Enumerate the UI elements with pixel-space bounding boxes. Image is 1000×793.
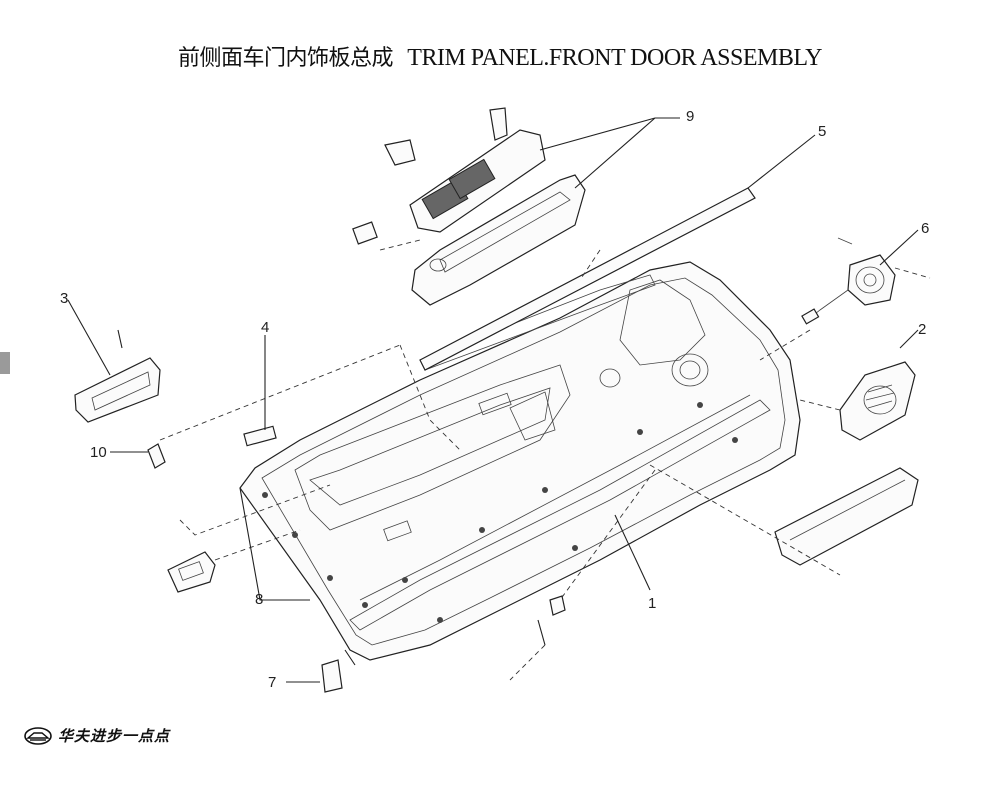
callout-4: 4: [261, 319, 269, 336]
page-edge-marker: [0, 352, 10, 374]
inner-handle-bezel: [74, 329, 161, 423]
title-english: TRIM PANEL.FRONT DOOR ASSEMBLY: [407, 45, 822, 71]
callout-2: 2: [918, 321, 926, 338]
brand-slogan: 华夫进步一点点: [58, 727, 171, 745]
retainer-fastener: [147, 443, 166, 469]
callout-10: 10: [90, 444, 107, 461]
brand-footer: 华夫进步一点点: [24, 725, 170, 746]
callout-9: 9: [686, 108, 694, 125]
callout-5: 5: [818, 123, 826, 140]
callout-6: 6: [921, 220, 929, 237]
callout-7: 7: [268, 674, 276, 691]
page-title: 前侧面车门内饰板总成 TRIM PANEL.FRONT DOOR ASSEMBL…: [0, 40, 1000, 72]
callout-8: 8: [255, 591, 263, 608]
car-brand-logo-icon: [24, 726, 52, 745]
belt-weatherstrip: [419, 187, 756, 371]
speaker-grille: [839, 361, 916, 441]
assembly-guide-lines: [159, 239, 931, 681]
title-chinese: 前侧面车门内饰板总成: [178, 46, 394, 71]
callout-leaders: [67, 117, 919, 683]
lock-knob-bezel: [167, 551, 216, 593]
panel-screws: [344, 595, 566, 666]
lower-pocket-trim: [774, 467, 919, 566]
lower-clip: [321, 659, 343, 693]
trim-clip: [243, 425, 277, 447]
callout-3: 3: [60, 290, 68, 307]
door-speaker: [801, 237, 896, 325]
window-switch-bezel: [384, 107, 546, 233]
arm-rest-pull-cup: [352, 174, 586, 306]
callout-1: 1: [648, 595, 656, 612]
door-trim-panel: [239, 261, 801, 661]
